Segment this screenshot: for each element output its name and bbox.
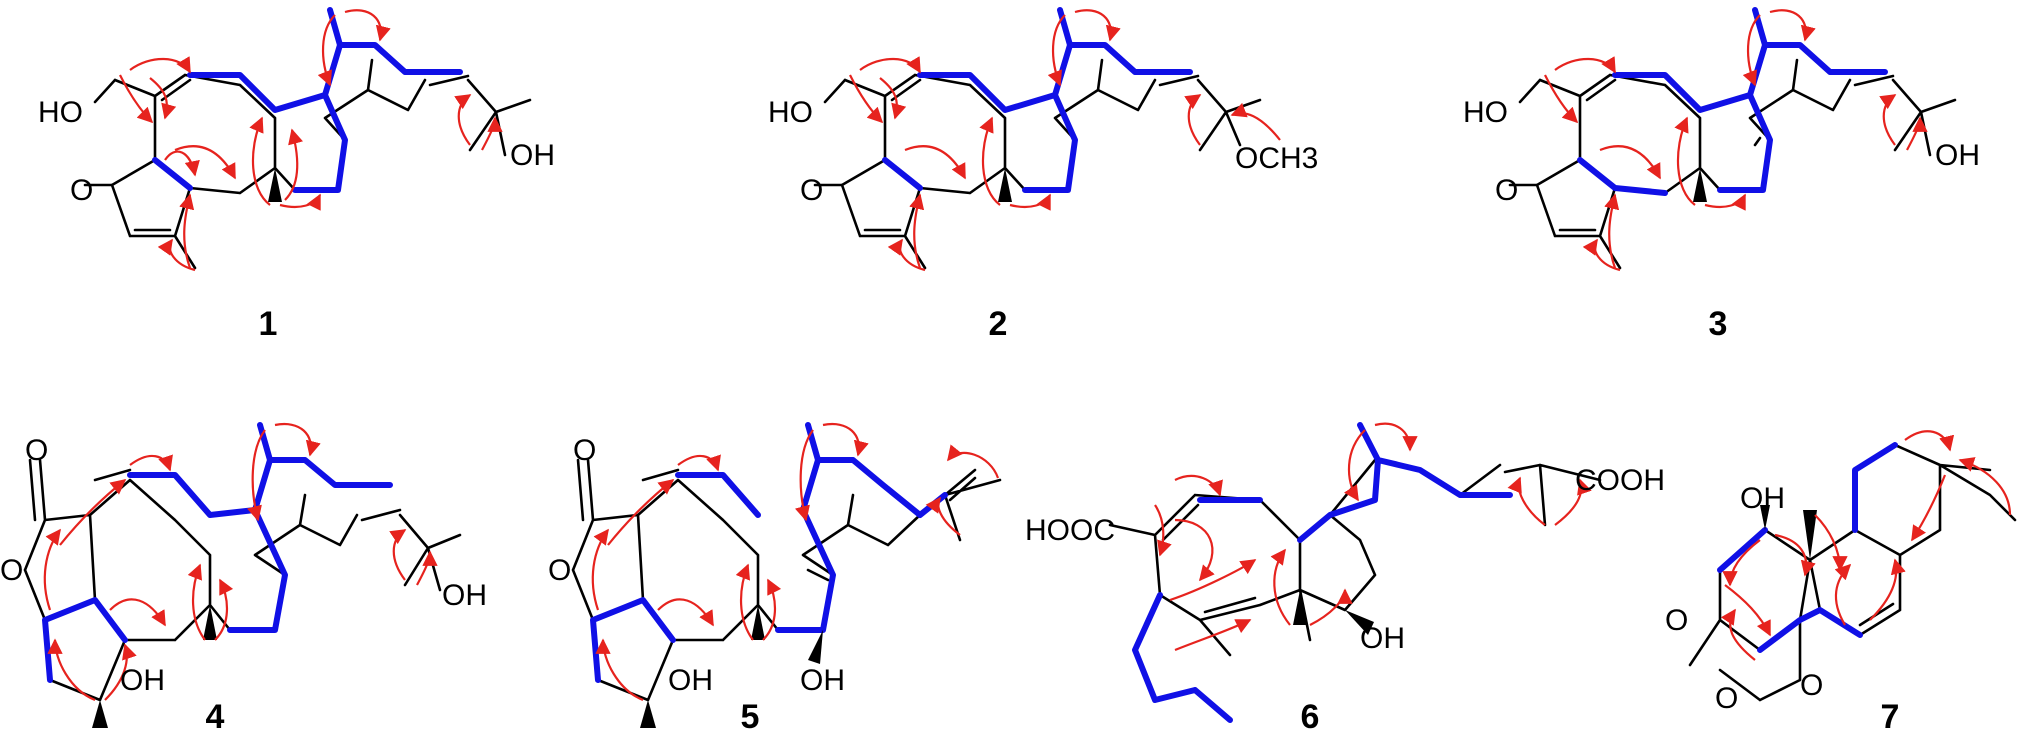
compound-4-hmbc-arrows: [43, 422, 438, 702]
compound-5-cosy-bonds: [590, 422, 948, 683]
compound-3-structure: HO O OH 3: [1463, 7, 1980, 343]
compound-3-label-oh: OH: [1935, 139, 1980, 172]
compound-3-methyl-wedge: [1693, 168, 1707, 202]
compound-6-cosy-bonds: [1132, 422, 1513, 723]
compound-2-bonds: [813, 58, 1262, 270]
compound-4-label-oh-ring: OH: [120, 664, 165, 697]
compound-4-cosy-bonds: [42, 422, 393, 683]
compound-4-number: 4: [206, 698, 225, 730]
compound-3-hmbc-arrows: [1544, 9, 1928, 272]
compound-7-hmbc-arrows: [1720, 430, 2012, 661]
compound-2-label-ho: HO: [768, 96, 813, 129]
compound-1-label-oh: OH: [510, 139, 555, 172]
compound-4-label-o-ring: O: [0, 554, 23, 587]
compound-5-label-oh-ring: OH: [668, 664, 713, 697]
compound-7-structure: OH O O O 7: [1665, 430, 2017, 730]
compound-6-label-hooc: HOOC: [1025, 514, 1115, 547]
compound-1-label-ho: HO: [38, 96, 83, 129]
compound-7-cosy-bonds: [1717, 442, 1898, 653]
compound-5-label-o-ring: O: [548, 554, 571, 587]
compound-1-bonds: [83, 58, 532, 270]
compound-2-hmbc-arrows: [849, 9, 1281, 272]
compound-4-label-oh-side: OH: [442, 579, 487, 612]
compound-5-structure: O O OH OH 5: [548, 422, 1002, 730]
compound-4-label-o-carbonyl: O: [25, 434, 48, 467]
compound-2-methyl-wedge: [998, 168, 1012, 202]
compound-5-methyl-wedge-a: [751, 605, 765, 640]
compound-2-structure: HO O OCH3 2: [768, 7, 1318, 343]
compound-4-structure: O O OH OH 4: [0, 422, 487, 730]
compound-5-label-oh-side: OH: [800, 664, 845, 697]
compound-4-methyl-wedge-a: [203, 605, 217, 640]
compound-6-hmbc-arrows: [1154, 422, 1592, 652]
compound-7-label-o-lactone-ring: O: [1800, 669, 1823, 702]
compound-5-methyl-wedge-b: [640, 700, 656, 728]
compound-6-oh-wedge: [1345, 610, 1374, 635]
compound-2-label-o: O: [800, 174, 823, 207]
compound-1-methyl-wedge: [268, 168, 282, 202]
compound-5-bonds: [571, 458, 1002, 702]
compound-3-cosy-bonds: [1577, 7, 1888, 196]
compound-3-number: 3: [1709, 305, 1728, 343]
compound-7-oh-wedge: [1760, 505, 1770, 530]
compound-7-methyl-wedge: [1803, 510, 1817, 560]
compound-1-cosy-bonds: [152, 7, 463, 193]
compound-1-structure: HO O OH 1: [38, 7, 555, 343]
compound-3-label-o: O: [1495, 174, 1518, 207]
compound-2-label-och3: OCH3: [1235, 142, 1318, 175]
compound-4-bonds: [23, 458, 462, 702]
compound-5-number: 5: [741, 698, 760, 730]
compound-1-label-o: O: [70, 174, 93, 207]
compound-6-label-oh: OH: [1360, 622, 1405, 655]
compound-1-hmbc-arrows: [119, 9, 503, 272]
compound-2-cosy-bonds: [882, 7, 1193, 193]
compound-7-number: 7: [1881, 698, 1900, 730]
compound-5-label-o-carbonyl: O: [573, 434, 596, 467]
compound-6-structure: HOOC COOH OH 6: [1025, 422, 1665, 730]
compound-5-hmbc-arrows: [591, 422, 1000, 702]
compound-6-methyl-wedge: [1293, 590, 1307, 625]
compound-7-label-o-lactone-carbonyl: O: [1715, 682, 1738, 715]
compound-1-number: 1: [259, 305, 278, 343]
compound-7-label-o-ketone: O: [1665, 604, 1688, 637]
compound-2-number: 2: [989, 305, 1008, 343]
compound-7-label-oh: OH: [1740, 482, 1785, 515]
compound-6-bonds: [1108, 458, 1602, 657]
compound-6-label-cooh: COOH: [1575, 464, 1665, 497]
compound-3-bonds: [1508, 58, 1957, 270]
compound-4-methyl-wedge-b: [92, 700, 108, 728]
compound-5-oh-wedge: [808, 630, 823, 664]
compound-6-number: 6: [1301, 698, 1320, 730]
compound-3-label-ho: HO: [1463, 96, 1508, 129]
